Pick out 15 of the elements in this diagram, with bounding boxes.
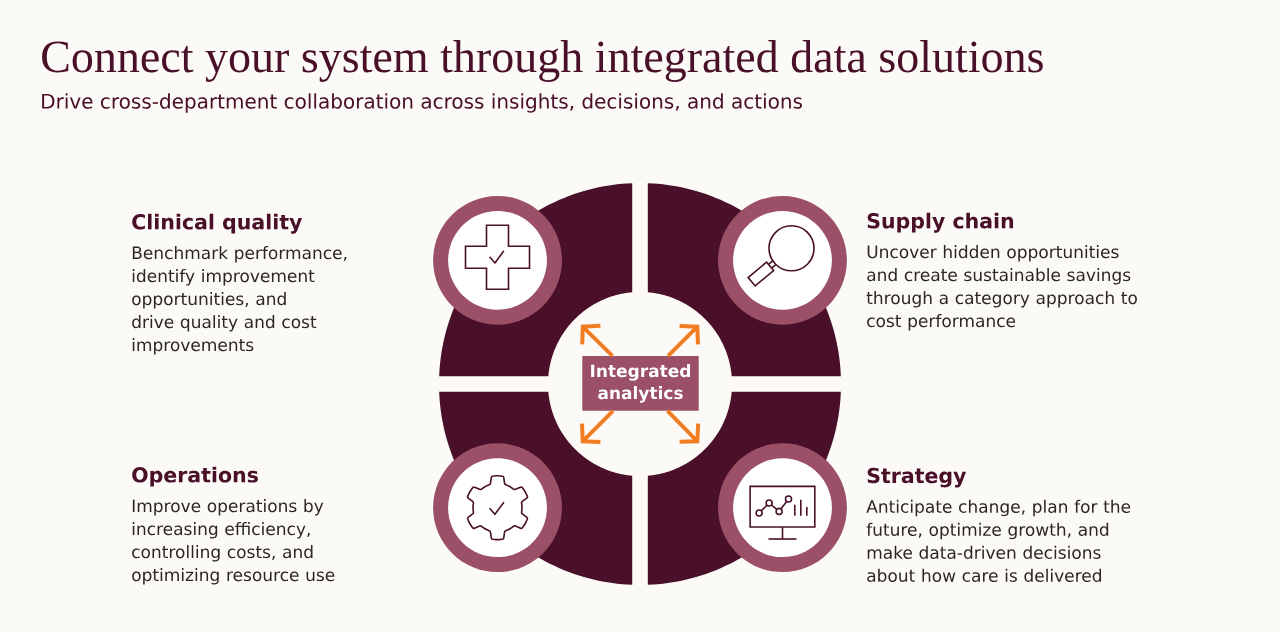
arrow: [580, 409, 615, 444]
description: Benchmark performance, identify improvement opportunities, and drive quality and cost improvements: [132, 246, 347, 355]
description: Anticipate change, plan for the future, optimize growth, and make data-driven decisions about how care is delivered: [866, 499, 1131, 582]
arrow: [666, 324, 700, 358]
title: Connect your system through integrated data solutions: [42, 40, 1043, 82]
label-box: Integrated analytics: [582, 356, 699, 411]
arrow: [580, 323, 614, 358]
heading: Supply chain: [867, 212, 1014, 233]
description: Improve operations by increasing efficiency, controlling costs, and optimizing resource use: [132, 499, 335, 585]
description: Uncover hidden opportunities and create sustainable savings through a category approach to cost performance: [866, 245, 1137, 331]
heading: Strategy: [867, 467, 967, 488]
subtitle: Drive cross-department collaboration across insights, decisions, and actions: [42, 93, 802, 113]
heading: Clinical quality: [132, 213, 303, 234]
heading: Operations: [132, 466, 258, 487]
arrow: [666, 409, 701, 444]
